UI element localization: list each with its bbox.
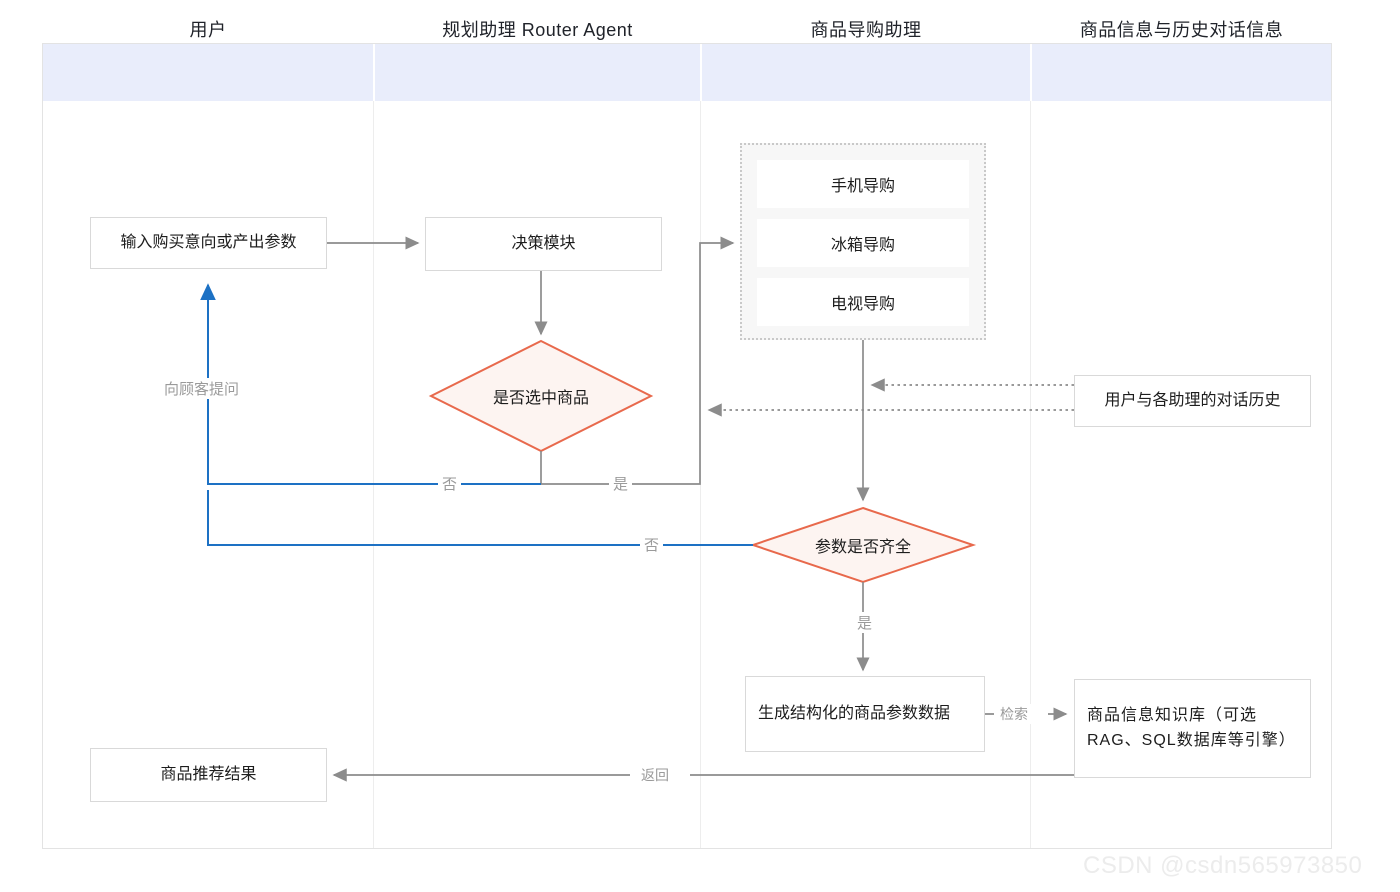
- guide-item-label: 手机导购: [830, 178, 895, 195]
- lane-divider-body-2: [700, 101, 701, 848]
- node-label: 商品信息知识库（可选RAG、SQL数据库等引擎）: [1087, 706, 1296, 749]
- lane-header-info: 商品信息与历史对话信息: [1032, 0, 1331, 57]
- watermark-text: CSDN @csdn565973850: [1083, 852, 1363, 879]
- swimlane-header-row: [43, 44, 1331, 101]
- guide-item-tv[interactable]: 电视导购: [757, 278, 969, 326]
- guide-item-label: 冰箱导购: [830, 237, 895, 254]
- node-user-input[interactable]: 输入购买意向或产出参数: [90, 217, 327, 269]
- node-label: 决策模块: [511, 234, 576, 252]
- lane-header-guide-agent: 商品导购助理: [702, 0, 1030, 57]
- edge-label-yes-1: 是: [609, 473, 633, 494]
- edge-label-yes-2: 是: [853, 612, 877, 633]
- edge-label-no-1: 否: [438, 473, 462, 494]
- node-knowledge-base[interactable]: 商品信息知识库（可选RAG、SQL数据库等引擎）: [1074, 679, 1311, 778]
- edge-label-ask-customer: 向顾客提问: [160, 378, 244, 399]
- lane-divider-header-3: [1030, 44, 1032, 101]
- edge-label-return: 返回: [637, 765, 673, 785]
- edge-label-no-2: 否: [640, 534, 664, 555]
- lane-divider-body-1: [373, 101, 374, 848]
- lane-divider-body-3: [1030, 101, 1031, 848]
- node-generate-params[interactable]: 生成结构化的商品参数数据: [745, 676, 985, 752]
- guide-item-phone[interactable]: 手机导购: [757, 160, 969, 208]
- node-label: 输入购买意向或产出参数: [120, 233, 297, 251]
- lane-title: 商品信息与历史对话信息: [1079, 19, 1284, 40]
- guide-item-fridge[interactable]: 冰箱导购: [757, 219, 969, 267]
- node-chat-history[interactable]: 用户与各助理的对话历史: [1074, 375, 1311, 427]
- node-label: 用户与各助理的对话历史: [1104, 391, 1281, 409]
- lane-title: 用户: [189, 19, 227, 40]
- lane-title: 规划助理 Router Agent: [442, 19, 633, 40]
- node-recommend-result[interactable]: 商品推荐结果: [90, 748, 327, 802]
- edge-label-retrieve: 检索: [996, 704, 1032, 724]
- guide-item-label: 电视导购: [830, 296, 895, 313]
- lane-title: 商品导购助理: [810, 19, 922, 40]
- node-label: 商品推荐结果: [160, 765, 257, 783]
- lane-header-router-agent: 规划助理 Router Agent: [375, 0, 700, 57]
- lane-header-user: 用户: [43, 0, 373, 57]
- lane-divider-header-2: [700, 44, 702, 101]
- node-label: 生成结构化的商品参数数据: [758, 704, 951, 722]
- node-decision-module[interactable]: 决策模块: [425, 217, 662, 271]
- lane-divider-header-1: [373, 44, 375, 101]
